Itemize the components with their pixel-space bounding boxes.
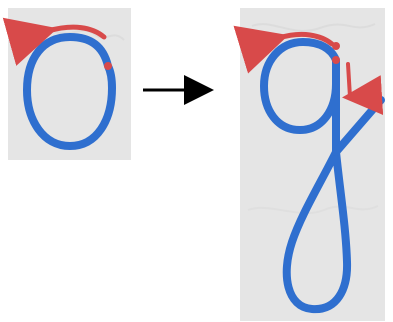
right-panel-texture-1 [251, 23, 376, 32]
letter-g-upper-point [332, 42, 340, 50]
letter-o-start-point [104, 62, 112, 70]
right-panel-background [240, 8, 385, 321]
letter-g-start-point [332, 56, 340, 64]
letter-o-stroke [23, 33, 116, 150]
right-panel [233, 8, 385, 321]
letter-g-top-direction-arrow [233, 25, 335, 74]
letter-g-down-direction-arrow [342, 62, 384, 116]
letter-o-direction-arrow [2, 17, 107, 66]
letter-g-descender-loop [282, 148, 352, 314]
left-panel [2, 8, 131, 160]
right-panel-texture-2 [247, 205, 379, 215]
